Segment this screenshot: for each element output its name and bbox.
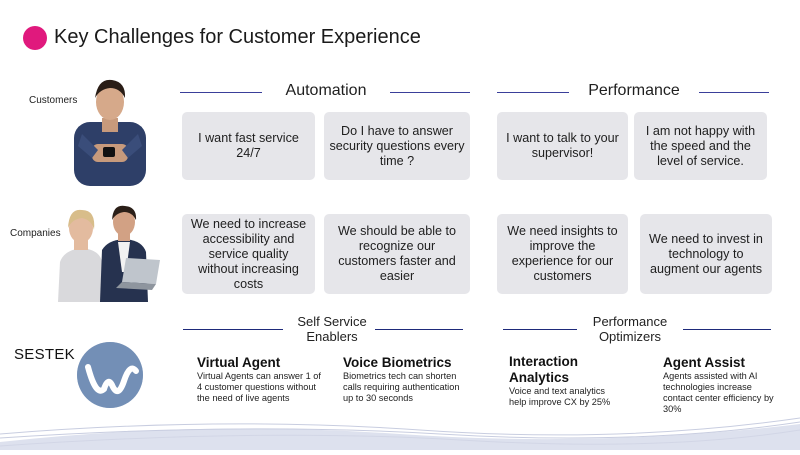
customer-person-image [68, 72, 152, 186]
challenge-card: Do I have to answer security questions e… [324, 112, 470, 180]
title-bullet-icon [23, 26, 47, 50]
performance-rule-right [699, 92, 769, 93]
companies-people-image [52, 202, 162, 302]
challenge-card: We need to increase accessibility and se… [182, 214, 315, 294]
enabler-heading-self-service: Self Service Enablers [297, 314, 367, 344]
automation-rule-right [390, 92, 470, 93]
sestek-logo-icon [76, 341, 144, 409]
challenge-card: I want to talk to your supervisor! [497, 112, 628, 180]
feature-virtual-agent: Virtual Agent Virtual Agents can answer … [197, 355, 327, 404]
self-service-rule-right [375, 329, 463, 330]
challenge-card: We need insights to improve the experien… [497, 214, 628, 294]
performance-rule-left [497, 92, 569, 93]
feature-description: Biometrics tech can shorten calls requir… [343, 371, 460, 403]
page-title: Key Challenges for Customer Experience [54, 26, 421, 48]
feature-title: Virtual Agent [197, 355, 281, 370]
feature-interaction-analytics: Interaction Analytics Voice and text ana… [509, 354, 621, 408]
self-service-rule-left [183, 329, 283, 330]
enabler-heading-performance-optimizers: Performance Optimizers [592, 314, 668, 344]
section-heading-automation: Automation [285, 82, 367, 99]
row-label-companies: Companies [10, 228, 61, 239]
automation-rule-left [180, 92, 262, 93]
challenge-card: We need to invest in technology to augme… [640, 214, 772, 294]
feature-title: Agent Assist [663, 355, 746, 370]
feature-description: Agents assisted with AI technologies inc… [663, 371, 774, 414]
feature-voice-biometrics: Voice Biometrics Biometrics tech can sho… [343, 355, 467, 404]
decorative-wave-footer [0, 412, 800, 450]
challenge-card: I am not happy with the speed and the le… [634, 112, 767, 180]
feature-description: Voice and text analytics help improve CX… [509, 386, 611, 407]
challenge-card: I want fast service 24/7 [182, 112, 315, 180]
row-label-customers: Customers [29, 95, 78, 106]
sestek-brand-text: SESTEK [14, 346, 75, 363]
performance-opt-rule-right [683, 329, 771, 330]
section-heading-performance: Performance [588, 82, 680, 99]
performance-opt-rule-left [503, 329, 577, 330]
feature-title: Interaction Analytics [509, 354, 579, 385]
feature-title: Voice Biometrics [343, 355, 452, 370]
feature-agent-assist: Agent Assist Agents assisted with AI tec… [663, 355, 783, 415]
feature-description: Virtual Agents can answer 1 of 4 custome… [197, 371, 321, 403]
challenge-card: We should be able to recognize our custo… [324, 214, 470, 294]
